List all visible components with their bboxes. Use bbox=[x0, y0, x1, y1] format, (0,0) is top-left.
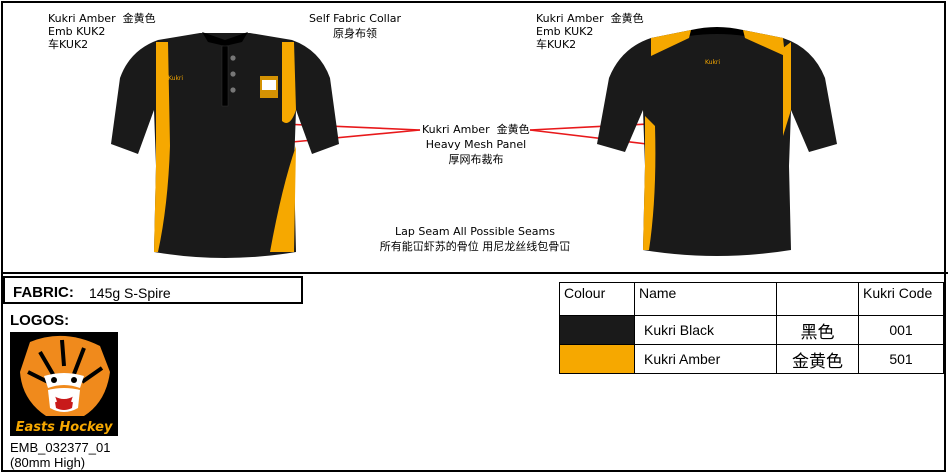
easts-hockey-logo: Easts Hockey bbox=[10, 332, 118, 436]
seam-note-cn: 所有能冚虾苏的骨位 用尼龙丝线包骨冚 bbox=[379, 240, 571, 253]
front-brand-mark: Kukri bbox=[168, 75, 183, 82]
front-chest-logo bbox=[260, 76, 278, 98]
section-divider bbox=[1, 272, 948, 274]
colour-header: Colour bbox=[559, 282, 635, 316]
back-emb-code: Emb KUK2 bbox=[536, 25, 594, 38]
mesh-colour-note: Kukri Amber 金黄色 bbox=[422, 123, 530, 136]
colour-swatch-amber bbox=[559, 344, 635, 374]
collar-note-cn: 原身布领 bbox=[333, 27, 377, 40]
front-shirt: Kukri bbox=[111, 32, 339, 258]
colour-name-cn: 黑色 bbox=[776, 315, 859, 345]
back-brand-mark: Kukri bbox=[705, 59, 720, 66]
chinese-name-header bbox=[776, 282, 859, 316]
front-right-mesh-bottom bbox=[270, 146, 296, 252]
colour-code: 501 bbox=[858, 344, 944, 374]
back-left-mesh-panel bbox=[643, 116, 656, 250]
back-shirt: Kukri bbox=[597, 27, 837, 256]
fabric-value: 145g S-Spire bbox=[89, 285, 171, 301]
colour-table-header: Colour Name Kukri Code bbox=[559, 282, 944, 316]
back-right-yoke bbox=[743, 30, 785, 56]
colour-row: Kukri Amber 金黄色 501 bbox=[559, 344, 944, 374]
fabric-label: FABRIC: bbox=[13, 284, 74, 301]
leader-back-left bbox=[529, 129, 656, 146]
mesh-note-cn: 厚网布裁布 bbox=[448, 153, 504, 166]
colour-swatch-black bbox=[559, 315, 635, 345]
front-emb-code-cn: 车KUK2 bbox=[48, 38, 89, 51]
colour-name-cn: 金黄色 bbox=[776, 344, 859, 374]
tiger-head-icon: Easts Hockey bbox=[10, 332, 118, 436]
colour-table: Colour Name Kukri Code Kukri Black 黑色 00… bbox=[559, 282, 944, 374]
front-left-mesh-panel bbox=[154, 42, 170, 252]
front-emb-code: Emb KUK2 bbox=[48, 25, 106, 38]
back-collar bbox=[689, 27, 745, 36]
name-header: Name bbox=[634, 282, 777, 316]
logo-text: Easts Hockey bbox=[16, 420, 113, 435]
logo-size: (80mm High) bbox=[10, 455, 86, 470]
front-collar bbox=[202, 32, 248, 46]
back-right-mesh-panel bbox=[783, 42, 791, 136]
code-header: Kukri Code bbox=[858, 282, 944, 316]
back-emb-note: Kukri Amber 金黄色 bbox=[536, 12, 644, 25]
colour-code: 001 bbox=[858, 315, 944, 345]
collar-note: Self Fabric Collar bbox=[308, 12, 402, 25]
logo-code-block: EMB_032377_01 (80mm High) bbox=[10, 440, 110, 470]
fabric-box: FABRIC: 145g S-Spire bbox=[3, 276, 303, 304]
seam-note: Lap Seam All Possible Seams bbox=[395, 225, 555, 238]
mesh-note: Heavy Mesh Panel bbox=[425, 138, 527, 151]
logos-label: LOGOS: bbox=[10, 312, 70, 329]
front-right-mesh-top bbox=[282, 42, 296, 123]
colour-name: Kukri Black bbox=[634, 315, 777, 345]
colour-row: Kukri Black 黑色 001 bbox=[559, 315, 944, 345]
colour-name: Kukri Amber bbox=[634, 344, 777, 374]
back-emb-code-cn: 车KUK2 bbox=[536, 38, 577, 51]
logo-code: EMB_032377_01 bbox=[10, 440, 111, 455]
front-emb-note: Kukri Amber 金黄色 bbox=[48, 12, 156, 25]
back-left-yoke bbox=[651, 30, 691, 56]
